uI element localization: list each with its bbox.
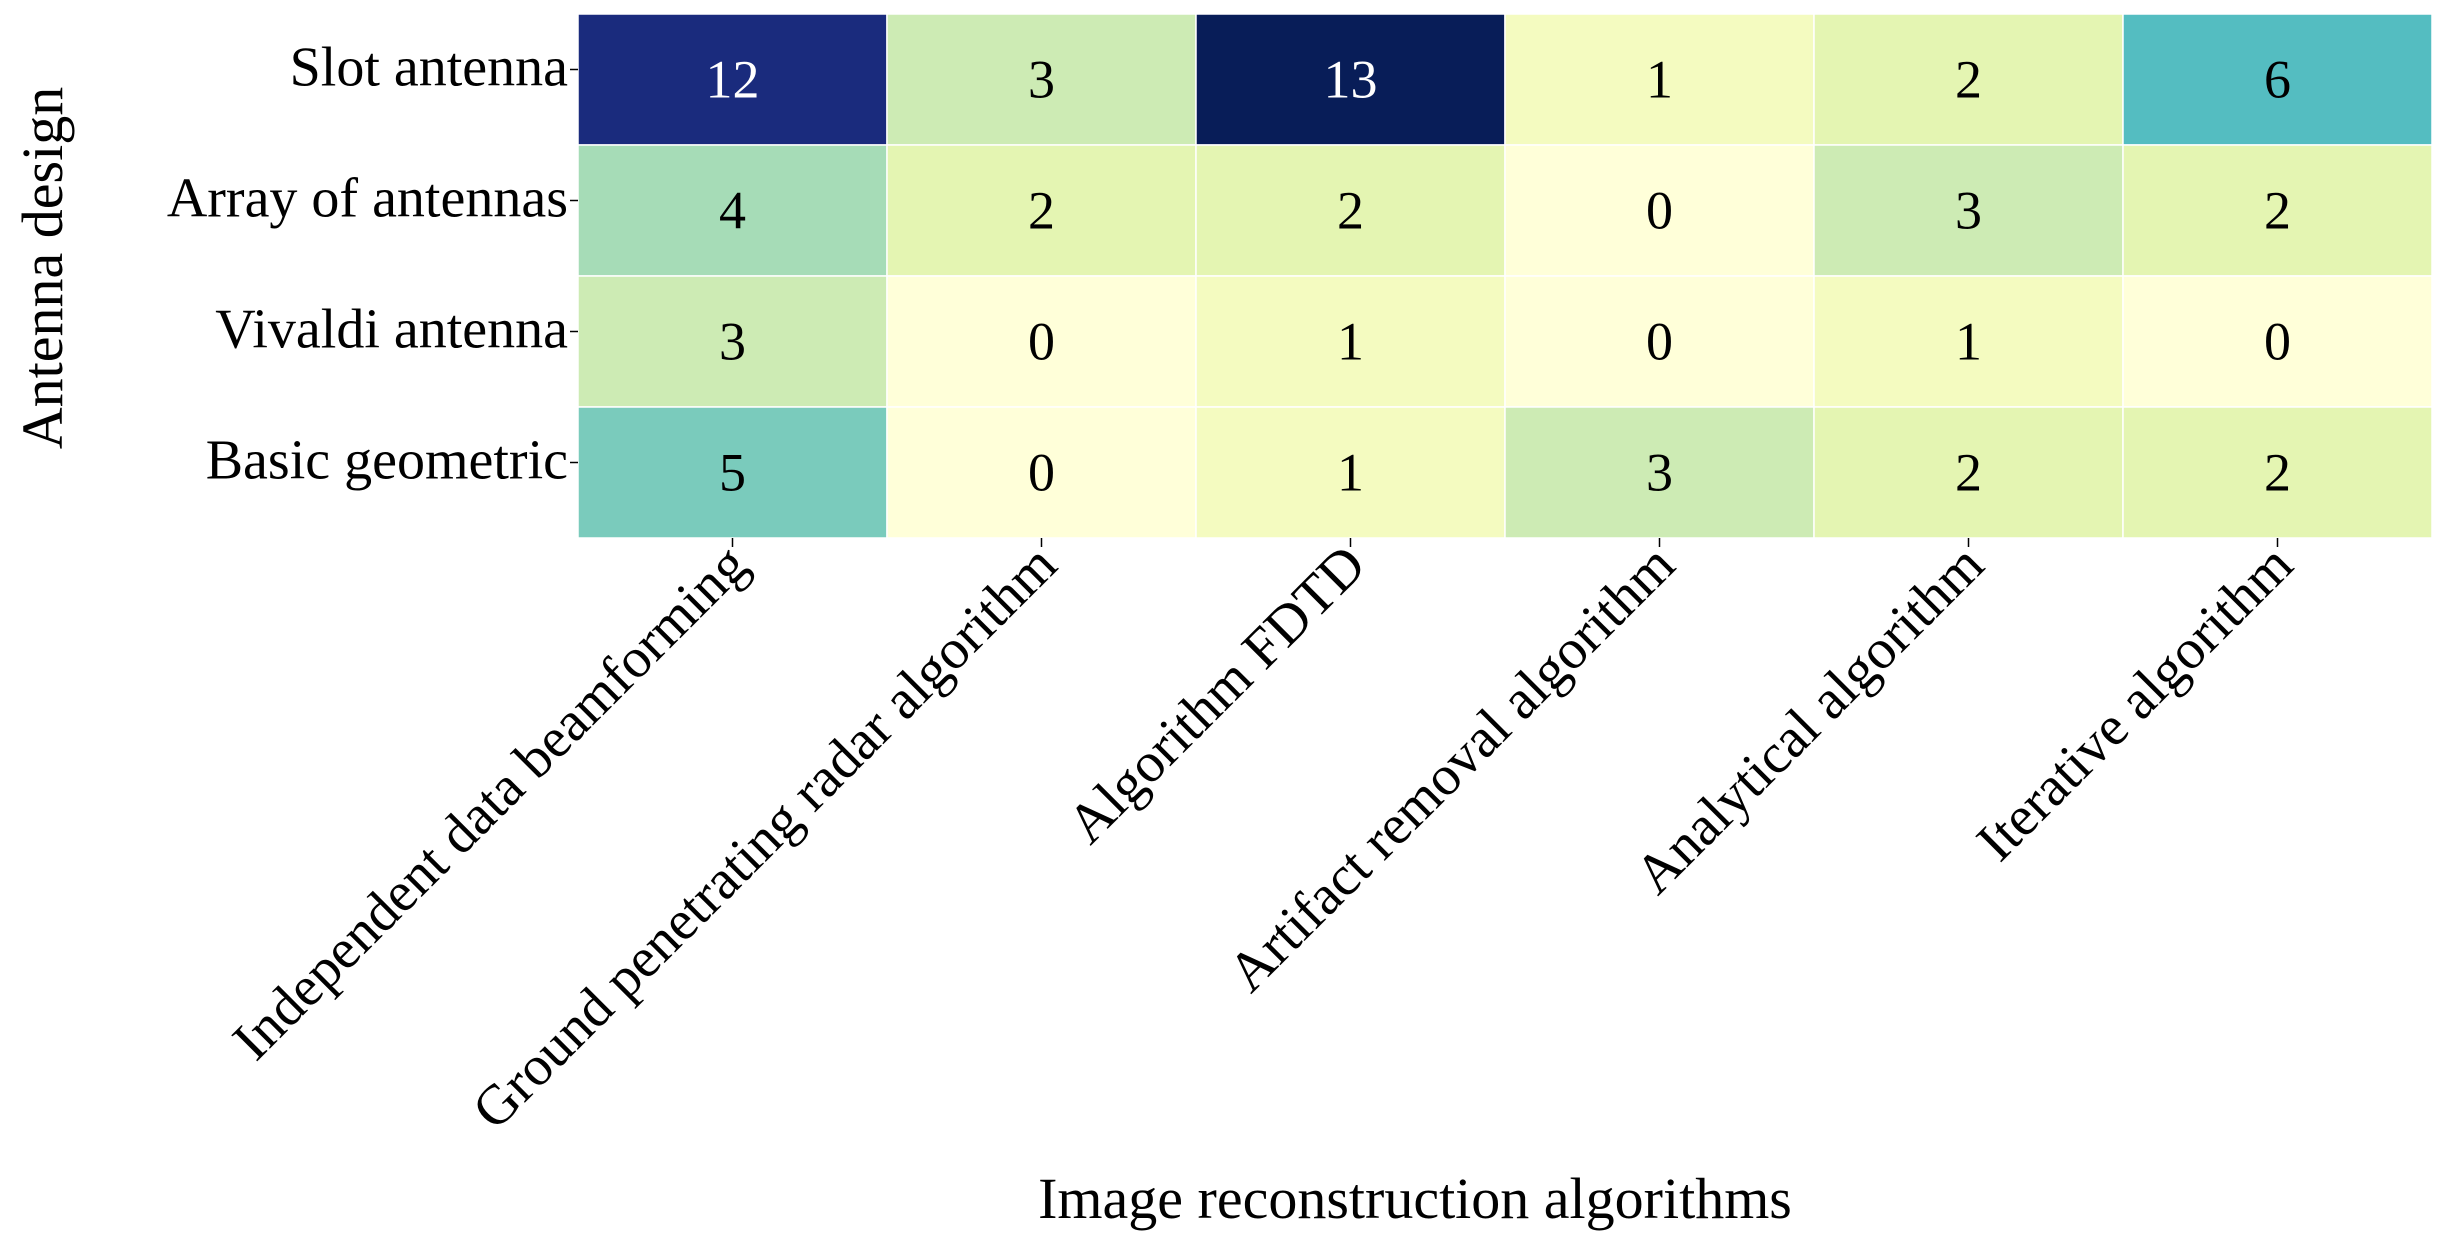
heatmap-cell <box>1195 275 1506 408</box>
heatmap-cell <box>577 406 888 539</box>
x-tick-label: Independent data beamforming <box>221 533 760 1072</box>
cell-value-label: 12 <box>706 50 760 110</box>
x-tick-label: Ground penetrating radar algorithm <box>461 533 1069 1141</box>
y-tick-label: Vivaldi antenna <box>215 299 568 361</box>
heatmap-cell <box>1504 406 1815 539</box>
x-tick-label: Iterative algorithm <box>1965 533 2305 873</box>
heatmap-cells <box>577 13 2433 539</box>
cell-value-label: 1 <box>1337 312 1364 372</box>
heatmap-cell <box>886 13 1197 146</box>
y-tick-label: Basic geometric <box>206 430 568 492</box>
cell-value-label: 3 <box>1646 443 1673 503</box>
cell-value-label: 3 <box>1028 50 1055 110</box>
cell-value-label: 5 <box>719 443 746 503</box>
cell-value-label: 0 <box>1028 312 1055 372</box>
x-axis-title: Image reconstruction algorithms <box>1038 1166 1792 1231</box>
cell-value-label: 1 <box>1646 50 1673 110</box>
cell-value-label: 0 <box>1028 443 1055 503</box>
cell-value-label: 2 <box>2264 443 2291 503</box>
x-tick-label: Analytical algorithm <box>1623 533 1996 906</box>
heatmap-cell <box>1813 275 2124 408</box>
heatmap-cell <box>1813 13 2124 146</box>
heatmap-cell <box>577 13 888 146</box>
cell-value-label: 1 <box>1337 443 1364 503</box>
x-tick-label: Algorithm FDTD <box>1056 533 1378 855</box>
cell-value-label: 2 <box>1955 443 1982 503</box>
heatmap-cell <box>1813 406 2124 539</box>
cell-value-label: 2 <box>1337 181 1364 241</box>
heatmap-cell <box>1504 275 1815 408</box>
cell-value-label: 3 <box>719 312 746 372</box>
heatmap-cell <box>2122 13 2433 146</box>
heatmap-cell <box>1195 406 1506 539</box>
heatmap-cell <box>577 275 888 408</box>
y-axis-title: Antenna design <box>10 87 75 449</box>
cell-value-label: 0 <box>1646 181 1673 241</box>
cell-value-label: 0 <box>1646 312 1673 372</box>
cell-value-label: 3 <box>1955 181 1982 241</box>
cell-value-label: 2 <box>1955 50 1982 110</box>
heatmap-cell <box>1504 13 1815 146</box>
cell-value-label: 1 <box>1955 312 1982 372</box>
heatmap-cell <box>1504 144 1815 277</box>
cell-value-label: 2 <box>2264 181 2291 241</box>
cell-value-label: 6 <box>2264 50 2291 110</box>
cell-value-label: 2 <box>1028 181 1055 241</box>
heatmap-cell <box>2122 144 2433 277</box>
heatmap-cell <box>886 144 1197 277</box>
cell-value-label: 4 <box>719 181 746 241</box>
heatmap-cell <box>886 406 1197 539</box>
heatmap-cell <box>886 275 1197 408</box>
cell-value-label: 13 <box>1324 50 1378 110</box>
y-tick-label: Slot antenna <box>290 37 569 99</box>
heatmap-cell <box>1195 13 1506 146</box>
cell-value-label: 0 <box>2264 312 2291 372</box>
heatmap-cell <box>2122 275 2433 408</box>
y-tick-label: Array of antennas <box>167 168 568 230</box>
heatmap-cell <box>2122 406 2433 539</box>
